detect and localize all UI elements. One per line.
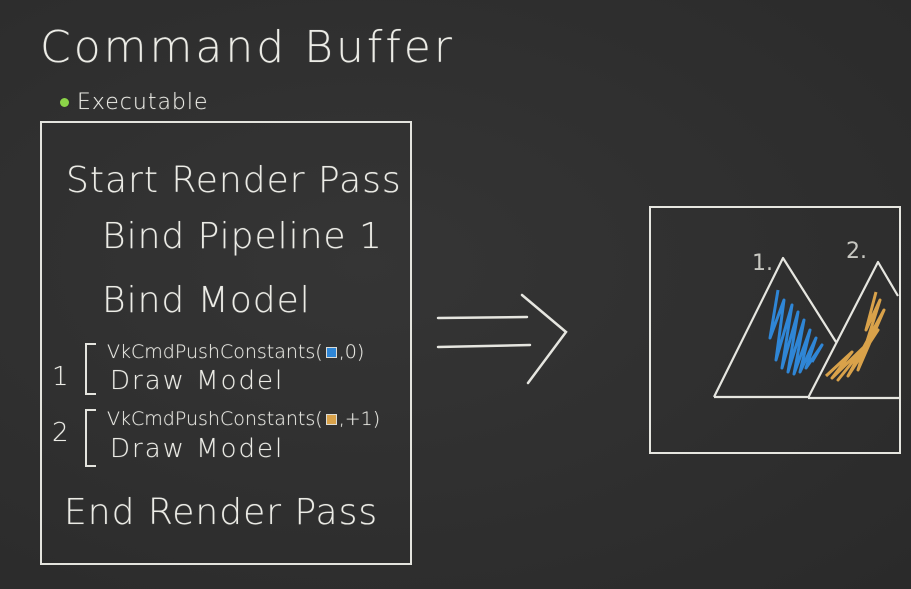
push-args-close: ,+1) xyxy=(338,408,381,430)
push-args-close: ,0) xyxy=(338,341,365,363)
triangle-2-icon xyxy=(807,260,899,400)
framebuffer-frame xyxy=(649,206,901,454)
arrow-icon xyxy=(436,293,568,385)
group-bracket-2 xyxy=(85,409,96,467)
group-bracket-1 xyxy=(85,343,96,395)
status-dot-icon xyxy=(60,98,69,107)
cmd-bind-pipeline: Bind Pipeline 1 xyxy=(102,216,383,257)
cmd-push-constants-2: VkCmdPushConstants( ,+1) xyxy=(107,408,380,430)
push-args-open: ( xyxy=(315,341,323,363)
triangle-1-icon xyxy=(713,256,837,399)
triangle-label-2: 2. xyxy=(846,239,867,264)
push-fn-label: VkCmdPushConstants xyxy=(107,341,316,363)
command-buffer-box xyxy=(40,121,412,565)
orange-scribble-fill xyxy=(824,291,886,382)
cmd-start-render-pass: Start Render Pass xyxy=(66,160,402,201)
status-badge: Executable xyxy=(60,90,209,115)
cmd-draw-model-2: Draw Model xyxy=(110,434,285,464)
orange-swatch-icon xyxy=(325,413,337,425)
group-number-2: 2 xyxy=(52,418,70,448)
cmd-end-render-pass: End Render Pass xyxy=(64,492,379,533)
blue-swatch-icon xyxy=(325,346,337,358)
cmd-push-constants-1: VkCmdPushConstants( ,0) xyxy=(107,341,364,363)
blue-scribble-fill xyxy=(768,289,824,376)
cmd-bind-model: Bind Model xyxy=(102,280,311,321)
push-fn-label: VkCmdPushConstants xyxy=(107,408,316,430)
group-number-1: 1 xyxy=(52,362,70,392)
cmd-draw-model-1: Draw Model xyxy=(110,366,285,396)
triangle-label-1: 1. xyxy=(752,251,773,276)
status-label: Executable xyxy=(77,90,209,115)
push-args-open: ( xyxy=(315,408,323,430)
page-title: Command Buffer xyxy=(40,22,455,73)
